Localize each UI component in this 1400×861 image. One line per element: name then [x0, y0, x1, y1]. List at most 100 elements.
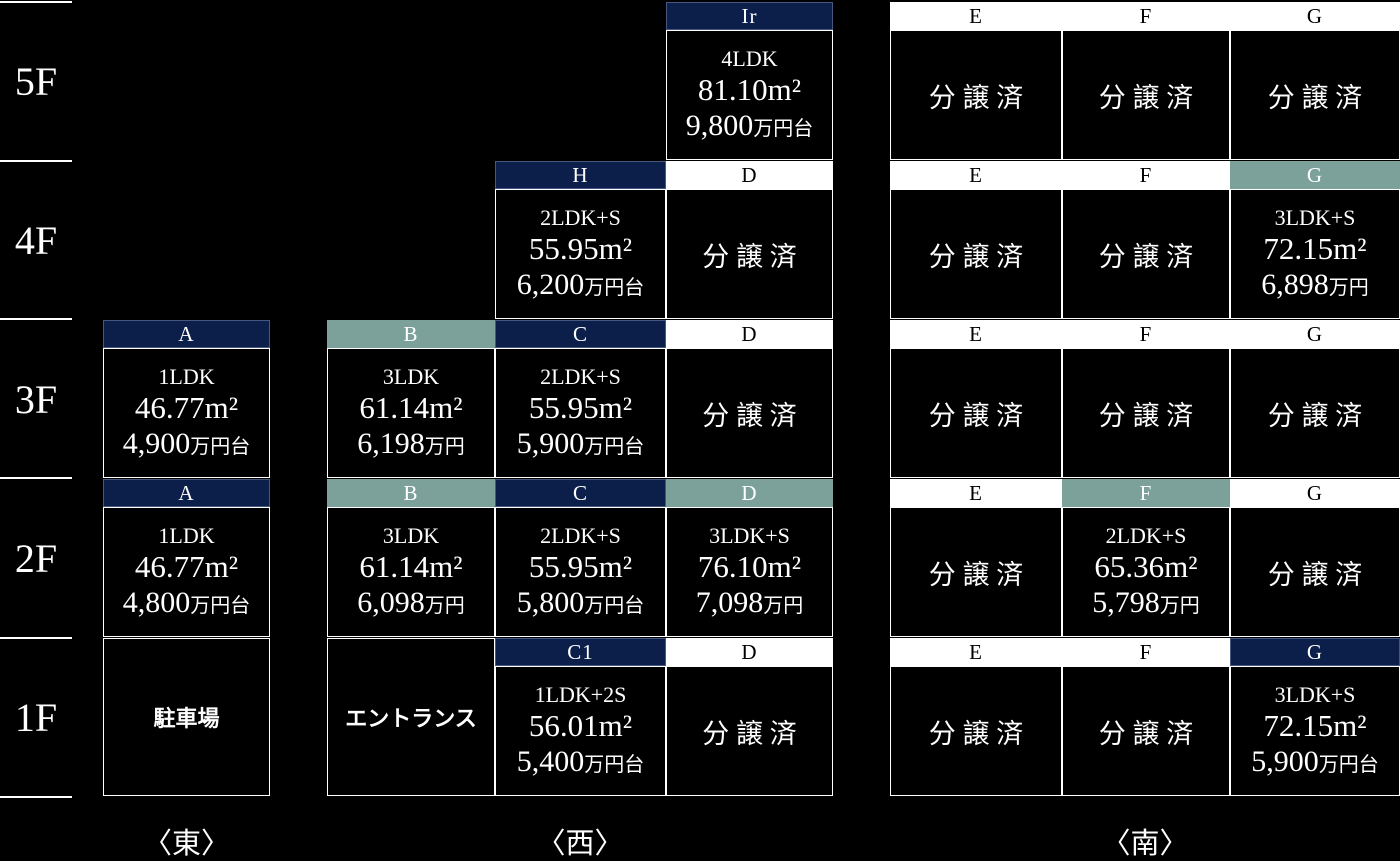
unit-price: 5,800万円台 [517, 586, 645, 621]
sold-label: 分譲済 [928, 559, 1030, 590]
unit-price-number: 6,098 [357, 585, 425, 619]
sold-label: 分譲済 [702, 718, 804, 749]
unit-header-1F-G: G [1230, 638, 1400, 666]
unit-price: 6,098万円 [357, 586, 465, 621]
sold-label: 分譲済 [928, 82, 1030, 113]
unit-price-number: 6,200 [516, 267, 585, 301]
section-label-east: 〈東〉 [142, 827, 230, 860]
sold-cell-body: 分譲済 [1062, 348, 1230, 478]
section-label-west: 〈西〉 [536, 827, 624, 860]
unit-price-suffix: 万円 [1328, 276, 1369, 299]
sold-cell-body: 分譲済 [1230, 348, 1400, 478]
unit-header-1F-F: F [1062, 638, 1230, 666]
sold-label: 分譲済 [1098, 718, 1200, 749]
section-label-south: 〈南〉 [1101, 827, 1189, 860]
unit-price-number: 5,400 [516, 744, 585, 778]
unit-header-3F-A: A [103, 320, 270, 348]
unit-price-suffix: 万円台 [584, 753, 645, 776]
floor-label-3F: 3F [14, 376, 58, 422]
unit-header-3F-D: D [666, 320, 833, 348]
floor-tick-line [0, 796, 72, 798]
unit-header-2F-E: E [890, 479, 1062, 507]
sold-cell-body: 分譲済 [666, 666, 833, 796]
unit-header-5F-G: G [1230, 2, 1400, 30]
unit-price-suffix: 万円 [1159, 594, 1200, 617]
unit-price: 5,900万円台 [1251, 745, 1379, 780]
sold-cell-body: 分譲済 [1062, 189, 1230, 319]
unit-price-number: 9,800 [685, 108, 754, 142]
sold-label: 分譲済 [1267, 82, 1369, 113]
unit-price-suffix: 万円台 [584, 276, 645, 299]
unit-area: 72.15m² [1263, 708, 1367, 744]
unit-price: 5,400万円台 [517, 745, 645, 780]
unit-plan: 2LDK+S [540, 522, 621, 548]
unit-price-number: 5,800 [516, 585, 585, 619]
sold-label: 分譲済 [1098, 241, 1200, 272]
unit-header-2F-F: F [1062, 479, 1230, 507]
unit-plan: 1LDK [158, 522, 215, 548]
sold-cell-body: 分譲済 [666, 348, 833, 478]
unit-price: 5,798万円 [1092, 586, 1200, 621]
unit-area: 61.14m² [359, 549, 463, 585]
unit-price-number: 7,098 [695, 585, 764, 619]
unit-price: 7,098万円 [696, 586, 804, 621]
cell-1F-F: F 分譲済 [1062, 638, 1230, 796]
unit-header-2F-A: A [103, 479, 270, 507]
sold-cell-body: 分譲済 [890, 507, 1062, 637]
unit-header-5F-D: Ir [666, 2, 833, 30]
sold-cell-body: 分譲済 [1230, 30, 1400, 160]
floor-label-4F: 4F [14, 217, 58, 263]
sold-cell-body: 分譲済 [890, 666, 1062, 796]
unit-area: 76.10m² [697, 549, 802, 585]
floor-tick-line [0, 637, 72, 639]
unit-price-suffix: 万円台 [190, 594, 251, 617]
unit-price: 6,200万円台 [517, 268, 645, 303]
unit-header-2F-G: G [1230, 479, 1400, 507]
unit-price: 4,800万円台 [123, 586, 251, 621]
sold-label: 分譲済 [1098, 82, 1200, 113]
unit-header-1F-C: C1 [495, 638, 666, 666]
unit-price-number: 4,900 [122, 426, 191, 460]
cell-1F-B: エントランス [327, 638, 495, 796]
unit-area: 46.77m² [134, 390, 239, 426]
sold-label: 分譲済 [928, 241, 1030, 272]
unit-header-4F-E: E [890, 161, 1062, 189]
floor-tick-line [0, 160, 72, 162]
unit-plan: 1LDK+2S [534, 681, 627, 707]
unit-price-suffix: 万円台 [584, 435, 645, 458]
unit-area: 61.14m² [359, 390, 463, 426]
unit-price-suffix: 万円 [424, 435, 465, 458]
floor-label-5F: 5F [14, 58, 58, 104]
unit-area: 55.95m² [528, 549, 633, 585]
unit-price-number: 5,900 [1251, 744, 1319, 778]
unit-header-3F-C: C [495, 320, 666, 348]
unit-header-3F-F: F [1062, 320, 1230, 348]
sold-cell-body: 分譲済 [890, 189, 1062, 319]
sold-cell-body: 分譲済 [1230, 507, 1400, 637]
